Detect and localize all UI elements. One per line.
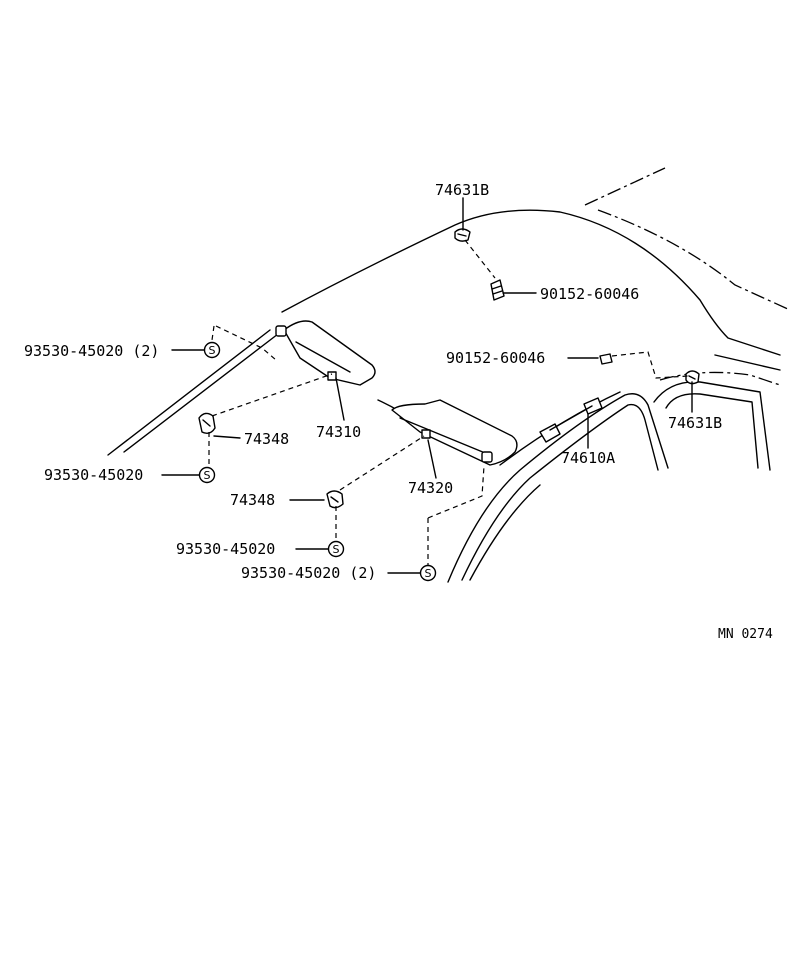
dashed-leaders [208,239,689,565]
s-mark-4: S [419,564,437,582]
s-mark-3: S [327,540,345,558]
label-screw-s4: 93530-45020 (2) [241,564,376,582]
label-holder-right: 74348 [230,491,275,509]
s-mark-1: S [203,341,221,359]
reference-code: MN 0274 [718,627,773,642]
sun-visor-right [391,399,518,466]
label-screw-top: 90152-60046 [540,285,639,303]
label-screw-s3: 93530-45020 [176,540,275,558]
svg-text:S: S [425,567,432,580]
label-visor-left: 74310 [316,423,361,441]
visor-holder-left [198,412,216,435]
label-screw-s2: 93530-45020 [44,466,143,484]
visor-holder-right [326,490,344,509]
label-holder-left: 74348 [244,430,289,448]
label-screw-right: 90152-60046 [446,349,545,367]
label-visor-right: 74320 [408,479,453,497]
clip-top [454,228,471,242]
label-clip-right: 74631B [668,414,722,432]
label-clip-top: 74631B [435,181,489,199]
label-screw-s1: 93530-45020 (2) [24,342,159,360]
screw-right [599,353,613,365]
screw-top [490,279,505,301]
svg-text:S: S [333,543,340,556]
label-grip: 74610A [561,449,615,467]
svg-text:S: S [209,344,216,357]
s-mark-2: S [198,466,216,484]
leader-lines [161,197,693,574]
clip-right [685,370,700,385]
sun-visor-left [275,320,376,386]
svg-text:S: S [204,469,211,482]
assist-grip [539,397,603,443]
